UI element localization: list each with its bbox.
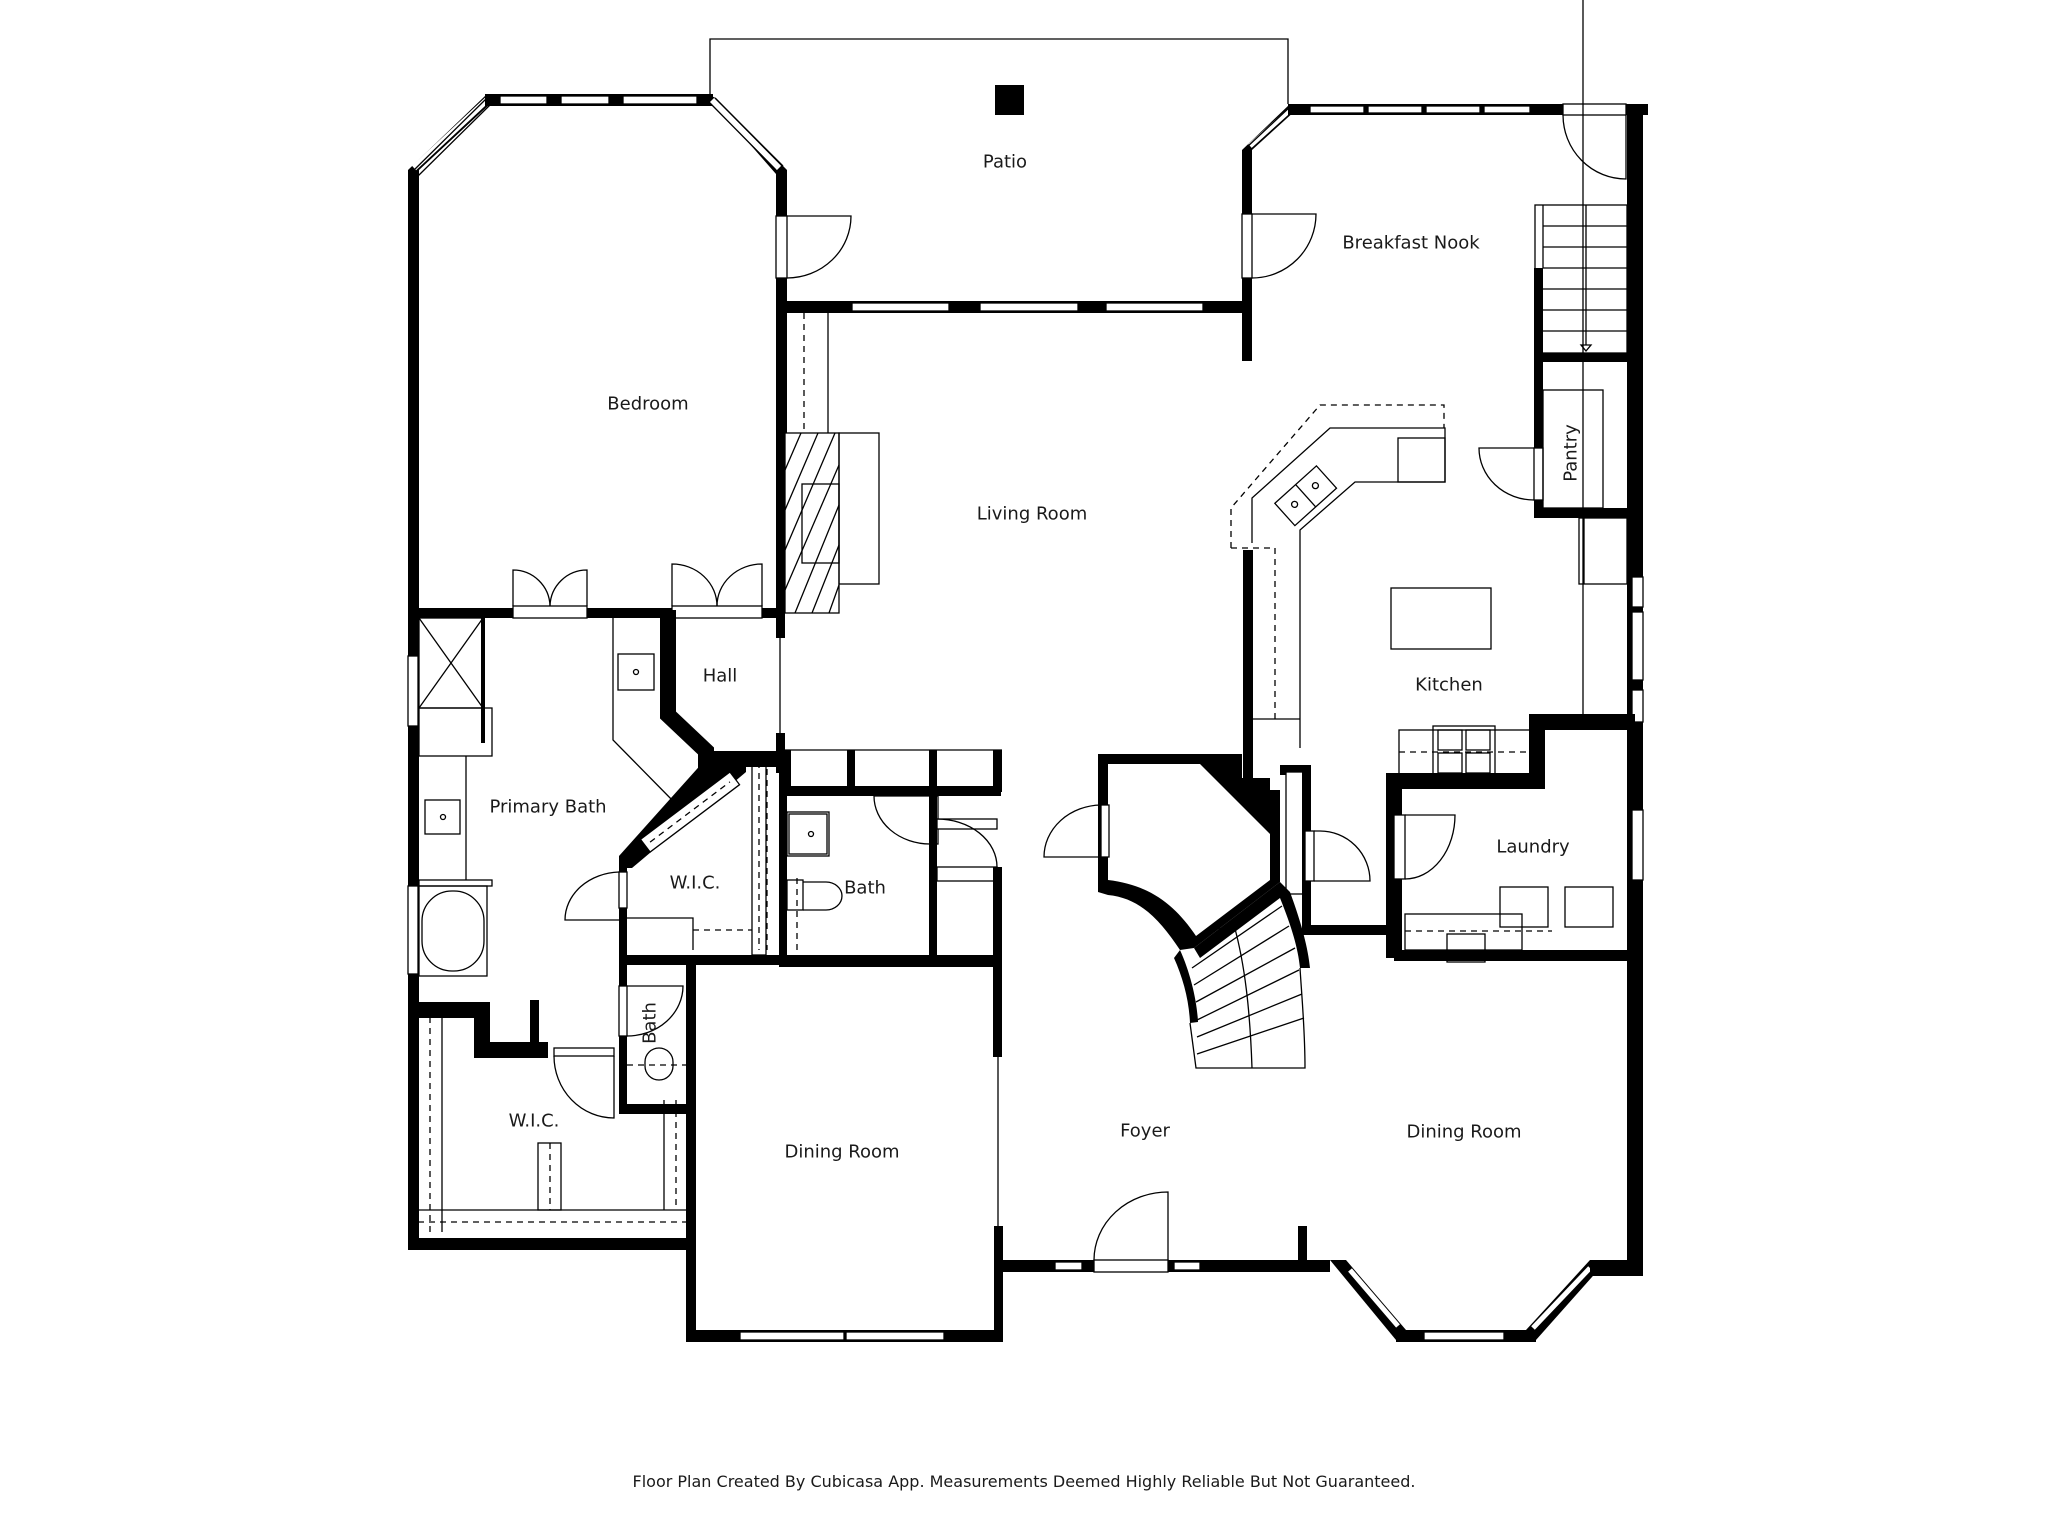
foyer-stairs — [1043, 754, 1310, 1069]
disclaimer-footer: Floor Plan Created By Cubicasa App. Meas… — [632, 1472, 1416, 1491]
primary-suite-walls — [407, 610, 784, 1315]
dining-room-left-walls — [686, 960, 1003, 1342]
room-label-bath-hall: Bath — [844, 877, 886, 899]
laundry-fixtures — [1393, 809, 1644, 963]
room-label-primary-bath: Primary Bath — [489, 796, 607, 818]
room-label-bath-small: Bath — [639, 1002, 661, 1044]
front-entry — [994, 1191, 1330, 1273]
room-label-wic-lower: W.I.C. — [508, 1110, 560, 1132]
living-room-walls — [776, 104, 1317, 790]
room-label-foyer: Foyer — [1120, 1120, 1170, 1142]
room-label-laundry: Laundry — [1496, 836, 1570, 858]
room-label-patio: Patio — [982, 151, 1028, 173]
fireplace-hatch — [784, 432, 840, 614]
room-label-pantry: Pantry — [1560, 424, 1582, 482]
hall-walls — [776, 613, 785, 733]
room-label-breakfast-nook: Breakfast Nook — [1342, 232, 1480, 254]
bedroom-walls — [408, 94, 852, 1250]
room-label-hall: Hall — [702, 665, 738, 687]
room-label-kitchen: Kitchen — [1415, 674, 1483, 696]
dining-room-right-walls — [1330, 1260, 1643, 1342]
room-label-bedroom: Bedroom — [607, 393, 689, 415]
patio-outline — [709, 38, 1289, 115]
room-label-dining-room-left: Dining Room — [784, 1141, 900, 1163]
room-label-living-room: Living Room — [976, 503, 1088, 525]
room-label-dining-room-right: Dining Room — [1406, 1121, 1522, 1143]
hall-bath-walls — [766, 749, 1002, 1057]
room-label-wic-upper: W.I.C. — [669, 872, 721, 894]
patio-column — [995, 85, 1024, 115]
